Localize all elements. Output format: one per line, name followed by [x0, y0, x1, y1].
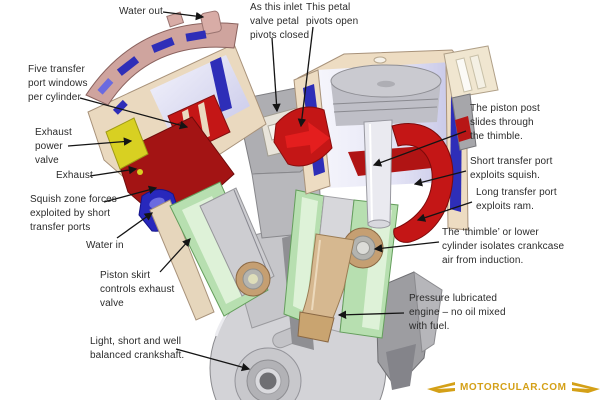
- arrow-inlet-petal-closed: [271, 37, 281, 113]
- arrow-petal-open: [297, 26, 314, 128]
- flow-arrow: [285, 122, 330, 154]
- cylinder-head: [85, 22, 239, 106]
- label-inlet-petal-closed: As this inlet valve petal pivots closed: [250, 2, 310, 41]
- lower-wall: [149, 199, 215, 321]
- water-jacket: [210, 57, 232, 112]
- arrow-water-out: [162, 11, 205, 21]
- piston-post: [363, 119, 393, 226]
- label-squish-zone: Squish zone forces exploited by short tr…: [30, 194, 117, 233]
- arrow-pressure-lubricated: [337, 310, 405, 320]
- arrow-piston-post: [372, 130, 467, 167]
- label-piston-post: The piston post slides through the thimb…: [470, 103, 540, 142]
- right-cylinder: [273, 49, 469, 339]
- label-water-out: Water out: [119, 6, 163, 17]
- arrow-piston-skirt: [159, 238, 191, 273]
- label-petal-open: This petal pivots open: [306, 2, 359, 27]
- wing-right-icon: [571, 382, 600, 393]
- arrow-exhaust: [89, 165, 138, 177]
- label-crankshaft: Light, short and well balanced crankshaf…: [90, 336, 185, 361]
- label-thimble: The ‘thimble’ or lower cylinder isolates…: [442, 227, 565, 266]
- label-long-transfer: Long transfer port exploits ram.: [476, 187, 557, 212]
- engine-cover-plates: [375, 271, 443, 390]
- arrow-short-transfer: [413, 170, 467, 187]
- arrow-five-transfer: [79, 97, 189, 130]
- label-pressure-lubricated: Pressure lubricated engine – no oil mixe…: [409, 293, 506, 332]
- label-five-transfer: Five transfer port windows per cylinder: [28, 64, 88, 103]
- arrow-crankshaft: [175, 348, 251, 372]
- callout-arrows: [67, 11, 473, 372]
- left-cylinder: [85, 10, 275, 321]
- label-exhaust-power-valve: Exhaust power valve: [35, 127, 72, 166]
- watermark-logo: motorcular.com: [427, 380, 600, 394]
- label-piston-skirt: Piston skirt controls exhaust valve: [100, 270, 175, 309]
- inlet-tract: [443, 45, 499, 151]
- long-transfer-duct: [391, 123, 454, 243]
- arrow-long-transfer: [416, 201, 473, 222]
- water-outlet-spigot: [200, 10, 222, 35]
- crankshaft-boss: [234, 347, 302, 400]
- arrow-squish-zone: [103, 185, 158, 203]
- label-short-transfer: Short transfer port exploits squish.: [470, 156, 553, 181]
- arrow-water-in: [116, 212, 154, 239]
- label-water-in: Water in: [86, 240, 124, 251]
- arrow-thimble: [373, 241, 440, 253]
- arrow-exhaust-power-valve: [67, 137, 133, 147]
- watermark-text: motorcular.com: [460, 381, 567, 393]
- label-exhaust: Exhaust: [56, 170, 93, 181]
- connecting-rod: [297, 233, 355, 343]
- wing-left-icon: [427, 382, 455, 393]
